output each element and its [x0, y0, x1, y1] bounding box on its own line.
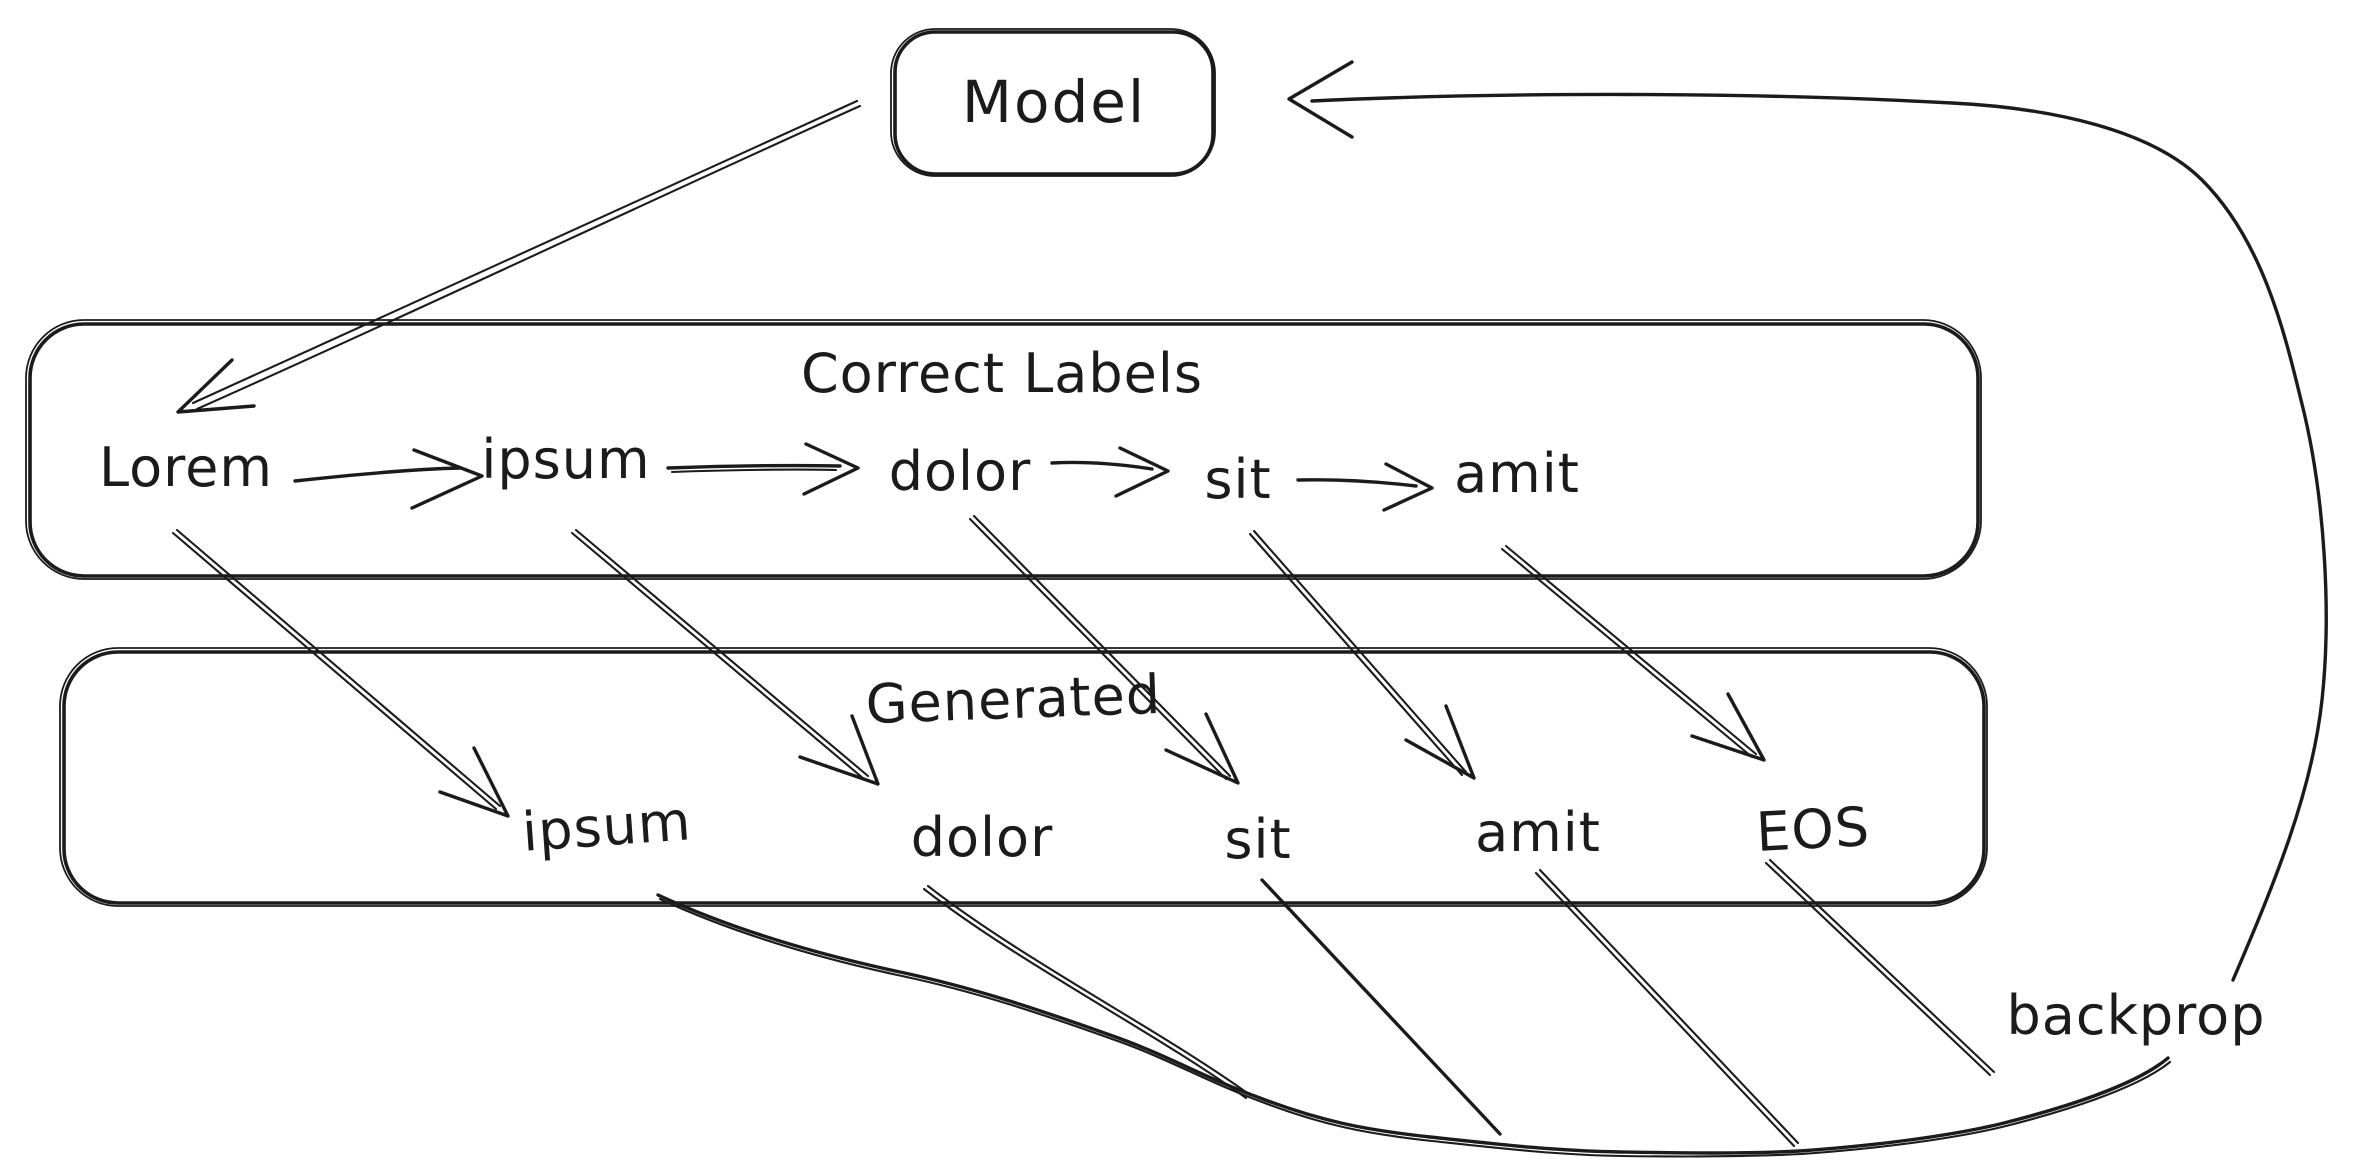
arrowhead-icon — [176, 358, 256, 414]
model-node: Model — [890, 28, 1216, 177]
loss-line-dolor — [922, 884, 1252, 1100]
generated-box-echo — [59, 647, 1988, 907]
arrow-shaft-echo — [171, 531, 498, 811]
loss-line-echo — [922, 887, 1248, 1100]
arrow-shaft-echo — [570, 531, 866, 781]
correct-labels-box — [28, 322, 1980, 578]
arrow-shaft-echo — [1500, 547, 1754, 759]
correct-labels-group: Correct Labels Lorem ipsum dolor sit ami… — [25, 319, 1982, 580]
correct-labels-box-echo — [25, 319, 1982, 580]
model-label: Model — [962, 68, 1146, 136]
loss-line-echo — [1534, 871, 1796, 1148]
backprop-label: backprop — [2007, 984, 2266, 1047]
arrow-shaft — [1504, 544, 1758, 756]
loss-line — [1538, 868, 1800, 1145]
arrow-shaft-echo — [968, 517, 1228, 781]
generated-title: Generated — [865, 663, 1163, 736]
arrow-shaft — [293, 466, 462, 483]
arrow-lorem-to-ipsum — [293, 448, 484, 510]
correct-token-lorem: Lorem — [99, 436, 273, 499]
arrow-shaft — [175, 528, 502, 808]
arrowhead-icon — [798, 714, 880, 786]
generated-token-eos: EOS — [1755, 795, 1872, 864]
loss-line-echo — [1764, 861, 1992, 1077]
arrow-dolor-to-gen-sit — [968, 514, 1240, 785]
generated-token-sit: sit — [1224, 808, 1291, 871]
arrow-lorem-to-gen-ipsum — [171, 528, 510, 818]
generated-token-dolor: dolor — [911, 806, 1054, 869]
arrow-sit-to-gen-amit — [1248, 529, 1476, 780]
arrowhead-icon — [1404, 704, 1476, 780]
loss-line — [1260, 878, 1502, 1136]
arrow-shaft-echo — [195, 104, 862, 411]
arrowhead-icon — [1382, 462, 1434, 512]
correct-token-dolor: dolor — [889, 440, 1032, 503]
arrowhead-icon — [438, 746, 510, 818]
arrow-shaft — [1050, 460, 1154, 471]
model-box — [893, 30, 1215, 176]
arrow-shaft — [1296, 478, 1418, 488]
loss-line — [1768, 858, 1996, 1074]
loss-line-amit — [1534, 868, 1800, 1148]
generated-token-amit: amit — [1475, 801, 1601, 864]
arrow-ipsum-to-gen-dolor — [570, 528, 880, 786]
arrowhead-icon — [802, 442, 860, 496]
backprop-sweep-curve — [656, 893, 2170, 1155]
arrowhead-icon — [1287, 60, 1354, 139]
arrow-shaft — [972, 514, 1232, 778]
arrowhead-icon — [1114, 446, 1170, 498]
backprop-return-curve — [1310, 92, 2328, 982]
arrow-shaft — [1252, 529, 1468, 774]
arrow-model-to-lorem — [176, 99, 862, 414]
arrow-shaft — [666, 463, 842, 470]
arrow-shaft — [191, 99, 859, 405]
backprop-loop: backprop — [656, 60, 2328, 1158]
arrow-shaft-echo — [670, 468, 838, 474]
generated-token-ipsum: ipsum — [520, 789, 693, 864]
backprop-sweep-curve-echo — [658, 897, 2172, 1158]
arrow-shaft — [574, 528, 870, 778]
model-box-echo — [890, 28, 1216, 177]
arrowhead-icon — [410, 448, 484, 510]
arrow-sit-to-amit — [1296, 462, 1434, 512]
loss-line — [926, 884, 1252, 1097]
correct-token-amit: amit — [1454, 442, 1580, 505]
arrow-dolor-to-sit — [1050, 446, 1170, 498]
generated-group: Generated ipsum dolor sit amit EOS — [59, 647, 1988, 907]
arrow-ipsum-to-dolor — [666, 442, 860, 496]
generated-box — [62, 650, 1986, 905]
correct-token-sit: sit — [1204, 448, 1271, 511]
arrowhead-icon — [1690, 692, 1766, 762]
correct-token-ipsum: ipsum — [481, 428, 650, 491]
loss-line-eos — [1764, 858, 1996, 1077]
arrow-amit-to-gen-eos — [1500, 544, 1766, 762]
loss-line-sit — [1260, 878, 1502, 1136]
arrow-shaft-echo — [1248, 532, 1464, 777]
correct-labels-title: Correct Labels — [801, 342, 1203, 405]
arrowhead-icon — [1164, 712, 1240, 785]
